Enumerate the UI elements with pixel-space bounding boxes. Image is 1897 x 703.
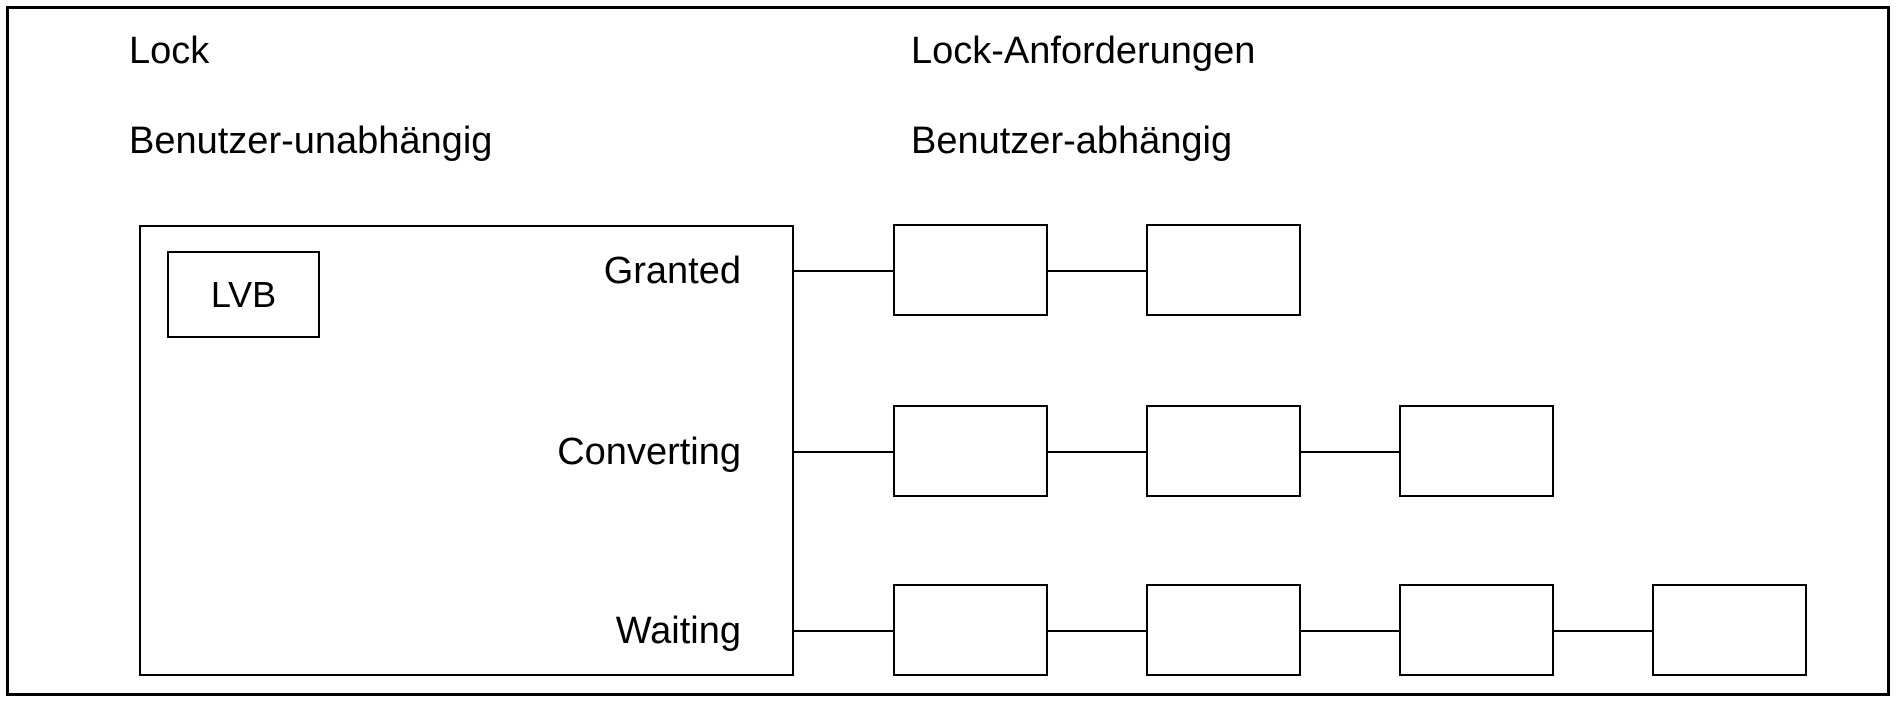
- connector-waiting-1: [1046, 630, 1147, 632]
- caption-lock: Lock: [129, 30, 210, 72]
- lvb-box: LVB: [167, 251, 320, 338]
- request-node-waiting-4: [1652, 584, 1807, 676]
- connector-waiting-2: [1299, 630, 1400, 632]
- queue-label-granted: Granted: [603, 250, 741, 292]
- queue-label-waiting: Waiting: [615, 610, 741, 652]
- request-node-granted-1: [893, 224, 1048, 316]
- figure-outer-frame: Lock Lock-Anforderungen Benutzer-unabhän…: [6, 6, 1890, 696]
- queue-label-converting: Converting: [557, 431, 741, 473]
- connector-converting-2: [1299, 451, 1400, 453]
- connector-waiting-3: [1552, 630, 1653, 632]
- connector-converting-0: [792, 451, 894, 453]
- connector-converting-1: [1046, 451, 1147, 453]
- request-node-waiting-3: [1399, 584, 1554, 676]
- lvb-label: LVB: [210, 273, 277, 315]
- caption-lock-requests: Lock-Anforderungen: [911, 30, 1256, 72]
- request-node-waiting-2: [1146, 584, 1301, 676]
- request-node-converting-1: [893, 405, 1048, 497]
- connector-granted-1: [1046, 270, 1147, 272]
- caption-user-dependent: Benutzer-abhängig: [911, 120, 1233, 162]
- connector-granted-0: [792, 270, 894, 272]
- request-node-converting-2: [1146, 405, 1301, 497]
- request-node-converting-3: [1399, 405, 1554, 497]
- connector-waiting-0: [792, 630, 894, 632]
- caption-user-independent: Benutzer-unabhängig: [129, 120, 493, 162]
- request-node-waiting-1: [893, 584, 1048, 676]
- request-node-granted-2: [1146, 224, 1301, 316]
